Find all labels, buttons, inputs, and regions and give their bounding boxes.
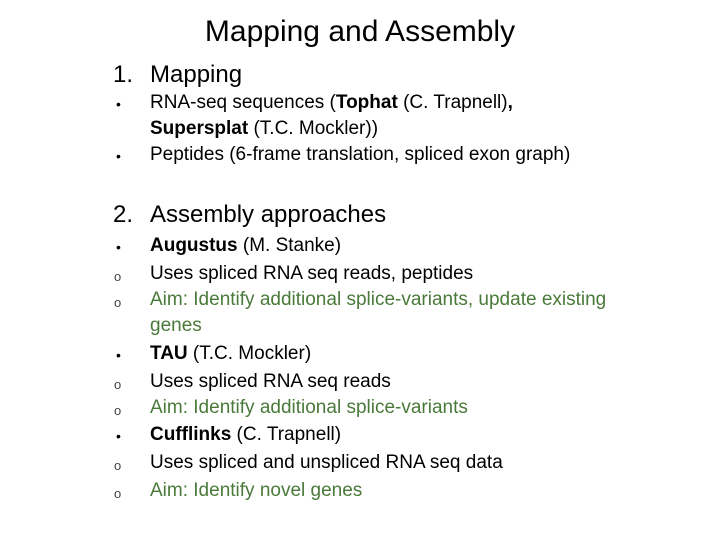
bullet-icon: • (116, 428, 121, 444)
tool-name-tophat: Tophat (335, 92, 398, 113)
tool-author: (C. Trapnell) (231, 424, 342, 445)
hollow-bullet-icon: o (114, 295, 122, 310)
tool-detail-text: genes (150, 315, 202, 336)
tool-detail-text: Uses spliced RNA seq reads (150, 371, 391, 392)
tool-name: TAU (150, 343, 188, 364)
tool-detail-text: Aim: Identify additional splice-variants (150, 397, 468, 418)
tool-detail-text: Aim: Identify additional splice-variants… (150, 289, 607, 310)
section-number: 1. (113, 61, 134, 88)
hollow-bullet-icon: o (114, 377, 122, 392)
tool-detail-text: Uses spliced and unspliced RNA seq data (150, 452, 503, 473)
tool-author: (T.C. Mockler) (187, 343, 312, 364)
bullet-icon: • (116, 148, 121, 164)
tool-text: TAU (T.C. Mockler) (150, 341, 311, 367)
section-number: 2. (113, 201, 134, 228)
bullet-icon: • (116, 239, 121, 255)
tool-name: Augustus (150, 235, 238, 256)
bullet-icon: • (116, 96, 121, 112)
section-heading-text: Assembly approaches (150, 201, 387, 228)
text-segment: RNA-seq sequences ( (150, 92, 336, 113)
hollow-bullet-icon: o (114, 486, 122, 501)
mapping-item-text: Peptides (6-frame translation, spliced e… (150, 144, 571, 165)
tool-detail-text: Uses spliced RNA seq reads, peptides (150, 263, 474, 284)
text-segment: (C. Trapnell) (397, 92, 508, 113)
mapping-item-text: Supersplat (T.C. Mockler)) (150, 116, 378, 142)
hollow-bullet-icon: o (114, 269, 122, 284)
tool-author: (M. Stanke) (237, 235, 342, 256)
hollow-bullet-icon: o (114, 458, 122, 473)
tool-name-supersplat: Supersplat (150, 118, 249, 139)
bullet-icon: • (116, 347, 121, 363)
tool-text: Cufflinks (C. Trapnell) (150, 422, 341, 448)
text-segment: , (507, 92, 513, 113)
section-heading-text: Mapping (150, 61, 243, 88)
slide-title: Mapping and Assembly (204, 15, 516, 48)
tool-detail-text: Aim: Identify novel genes (150, 480, 363, 501)
tool-name: Cufflinks (150, 424, 232, 445)
mapping-item-text: RNA-seq sequences (Tophat (C. Trapnell), (150, 90, 513, 116)
hollow-bullet-icon: o (114, 403, 122, 418)
tool-text: Augustus (M. Stanke) (150, 233, 341, 259)
text-segment: (T.C. Mockler)) (248, 118, 379, 139)
